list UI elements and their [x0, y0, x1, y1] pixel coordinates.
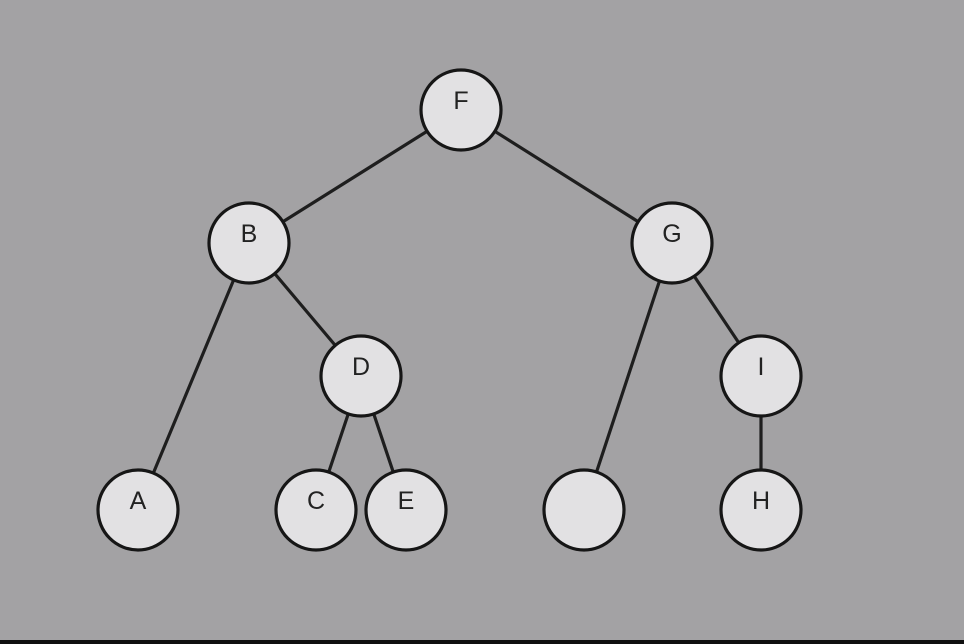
tree-node-c: C — [274, 468, 358, 552]
node-circle — [274, 468, 358, 552]
node-circle — [207, 201, 291, 285]
node-label: H — [752, 487, 770, 515]
node-label: F — [453, 87, 468, 115]
edge-G-G-left-child — [594, 279, 662, 474]
node-circle — [364, 468, 448, 552]
node-circle — [319, 334, 403, 418]
node-circle — [419, 68, 503, 152]
edge-D-C — [327, 412, 350, 474]
node-label: I — [758, 353, 765, 381]
tree-node-a: A — [96, 468, 180, 552]
node-circle — [630, 201, 714, 285]
node-label: B — [241, 220, 258, 248]
tree-node-d: D — [319, 334, 403, 418]
tree-node-i: I — [719, 334, 803, 418]
node-label: C — [307, 487, 325, 515]
nodes-layer: F B G A D C E I H — [96, 68, 803, 552]
node-label: D — [352, 353, 370, 381]
edge-B-D — [273, 271, 337, 348]
tree-node-h: H — [719, 468, 803, 552]
tree-node-e: E — [364, 468, 448, 552]
node-circle — [719, 468, 803, 552]
node-circle — [96, 468, 180, 552]
tree-node-g: G — [630, 201, 714, 285]
tree-node-f: F — [419, 68, 503, 152]
node-circle — [542, 468, 626, 552]
edge-D-E — [372, 412, 395, 474]
edge-B-A — [151, 278, 236, 475]
node-circle — [719, 334, 803, 418]
tree-node-b: B — [207, 201, 291, 285]
edge-G-I — [692, 274, 741, 345]
node-label: G — [662, 220, 681, 248]
edge-F-G — [493, 129, 640, 224]
node-label: E — [398, 487, 415, 515]
node-label: A — [130, 487, 147, 515]
tree-node-g-left-child — [542, 468, 626, 552]
edges-layer — [151, 129, 763, 475]
bottom-border — [0, 640, 964, 644]
edge-F-B — [281, 129, 429, 224]
